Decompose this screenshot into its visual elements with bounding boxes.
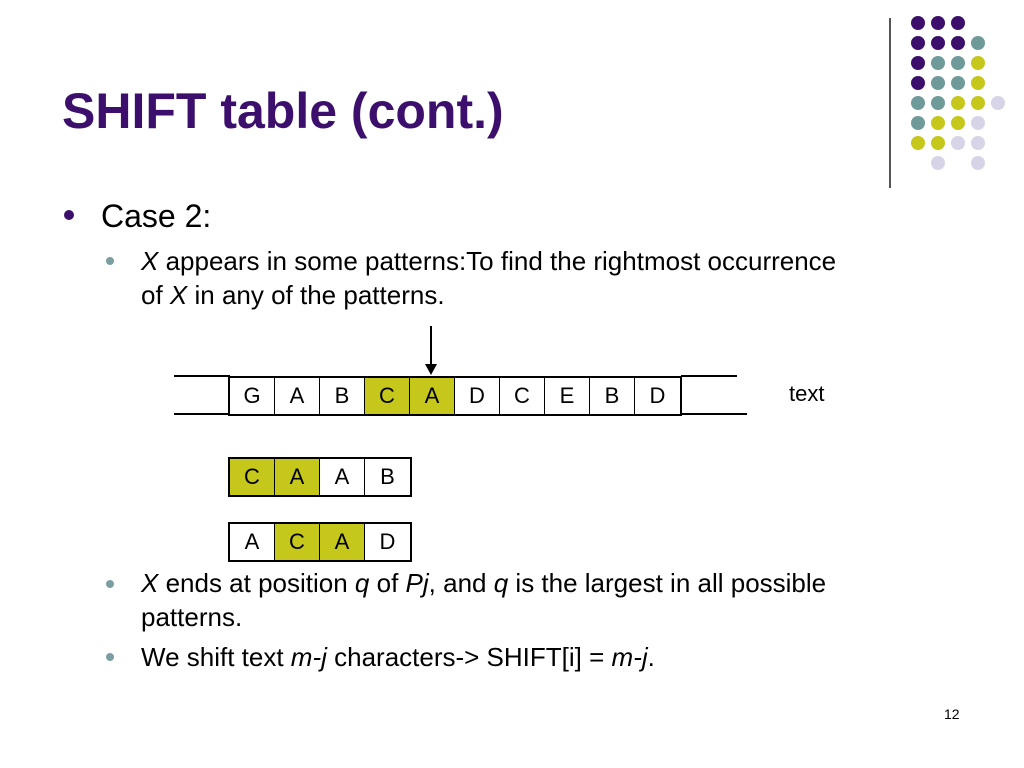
bullet-text: Pj — [405, 568, 429, 598]
bullet-item-2: X ends at position q of Pj, and q is the… — [141, 566, 861, 634]
dot — [931, 116, 945, 130]
bullet-text: in any of the patterns. — [187, 280, 445, 310]
dot — [911, 96, 925, 110]
dot — [911, 136, 925, 150]
pointer-arrow-line — [430, 326, 432, 366]
bullet-text: is the largest in all possible patterns. — [141, 568, 827, 632]
dot — [971, 36, 985, 50]
text-cell: D — [649, 383, 666, 408]
text-cell: D — [455, 378, 500, 414]
pattern-2-cell: A — [230, 524, 275, 560]
dot — [991, 96, 1005, 110]
dot — [951, 16, 965, 30]
dot — [911, 16, 925, 30]
dot — [931, 36, 945, 50]
dot — [931, 16, 945, 30]
text-rail-bottom-left — [174, 413, 230, 415]
dot — [911, 36, 925, 50]
dot — [951, 116, 965, 130]
dot — [971, 56, 985, 70]
dot — [971, 96, 985, 110]
bullet-dot — [106, 653, 114, 661]
text-cell: G — [230, 378, 275, 414]
bullet-text: q — [354, 568, 370, 598]
dot — [931, 96, 945, 110]
text-cell: B — [320, 378, 365, 414]
dot — [951, 36, 965, 50]
dot — [911, 76, 925, 90]
text-cell: E — [545, 378, 590, 414]
title-divider-line — [889, 18, 891, 188]
pattern-1-cell: A — [320, 459, 365, 495]
bullet-dot — [106, 580, 114, 588]
bullet-text: X — [141, 246, 159, 276]
bullet-dot — [64, 210, 74, 220]
pattern-2-cell: A — [320, 524, 365, 560]
bullet-text: m-j — [611, 642, 648, 672]
text-label: text — [789, 381, 825, 406]
text-cell: A — [275, 378, 320, 414]
dot — [951, 136, 965, 150]
bullet-text: We shift text — [141, 642, 291, 672]
pattern-2-cell: C — [275, 524, 320, 560]
text-cell: C — [365, 378, 410, 414]
pattern-1-cell: B — [380, 464, 395, 489]
bullet-text: X — [169, 280, 188, 310]
dot — [931, 136, 945, 150]
page-number: 12 — [944, 706, 960, 722]
bullet-text: . — [647, 642, 655, 672]
bullet-text: X — [141, 568, 159, 598]
text-rail-top-left — [174, 375, 230, 377]
bullet-text: of — [369, 568, 406, 598]
text-cell: B — [590, 378, 635, 414]
slide-title: SHIFT table (cont.) — [62, 83, 504, 139]
pointer-arrow-head — [425, 364, 437, 375]
dot — [951, 96, 965, 110]
dot — [971, 116, 985, 130]
bullet-item-3: We shift text m-j characters-> SHIFT[i] … — [141, 640, 861, 674]
dot — [971, 76, 985, 90]
bullet-text: ends at position — [158, 568, 355, 598]
pattern-2-cell: D — [379, 529, 396, 554]
dot — [951, 76, 965, 90]
text-cell: A — [410, 378, 455, 414]
pattern-1-cell: A — [275, 459, 320, 495]
dot — [931, 76, 945, 90]
text-rail-bottom-right — [681, 413, 747, 415]
bullet-text: appears in some patterns:To find the rig… — [141, 246, 837, 310]
dot — [971, 136, 985, 150]
bullet-case-2: Case 2: — [101, 198, 212, 234]
bullet-item-1: X appears in some patterns:To find the r… — [141, 244, 861, 312]
bullet-text: m-j — [290, 642, 327, 672]
bullet-text: q — [493, 568, 509, 598]
dot — [931, 56, 945, 70]
dot — [911, 116, 925, 130]
text-cell: C — [500, 378, 545, 414]
bullet-text: , and — [428, 568, 494, 598]
pattern-1-cell: C — [230, 459, 275, 495]
dot — [931, 156, 945, 170]
dot — [911, 56, 925, 70]
bullet-text: characters-> SHIFT[i] = — [326, 642, 612, 672]
dot — [971, 156, 985, 170]
dot — [951, 56, 965, 70]
bullet-dot — [106, 257, 114, 265]
text-rail-top-right — [681, 375, 737, 377]
